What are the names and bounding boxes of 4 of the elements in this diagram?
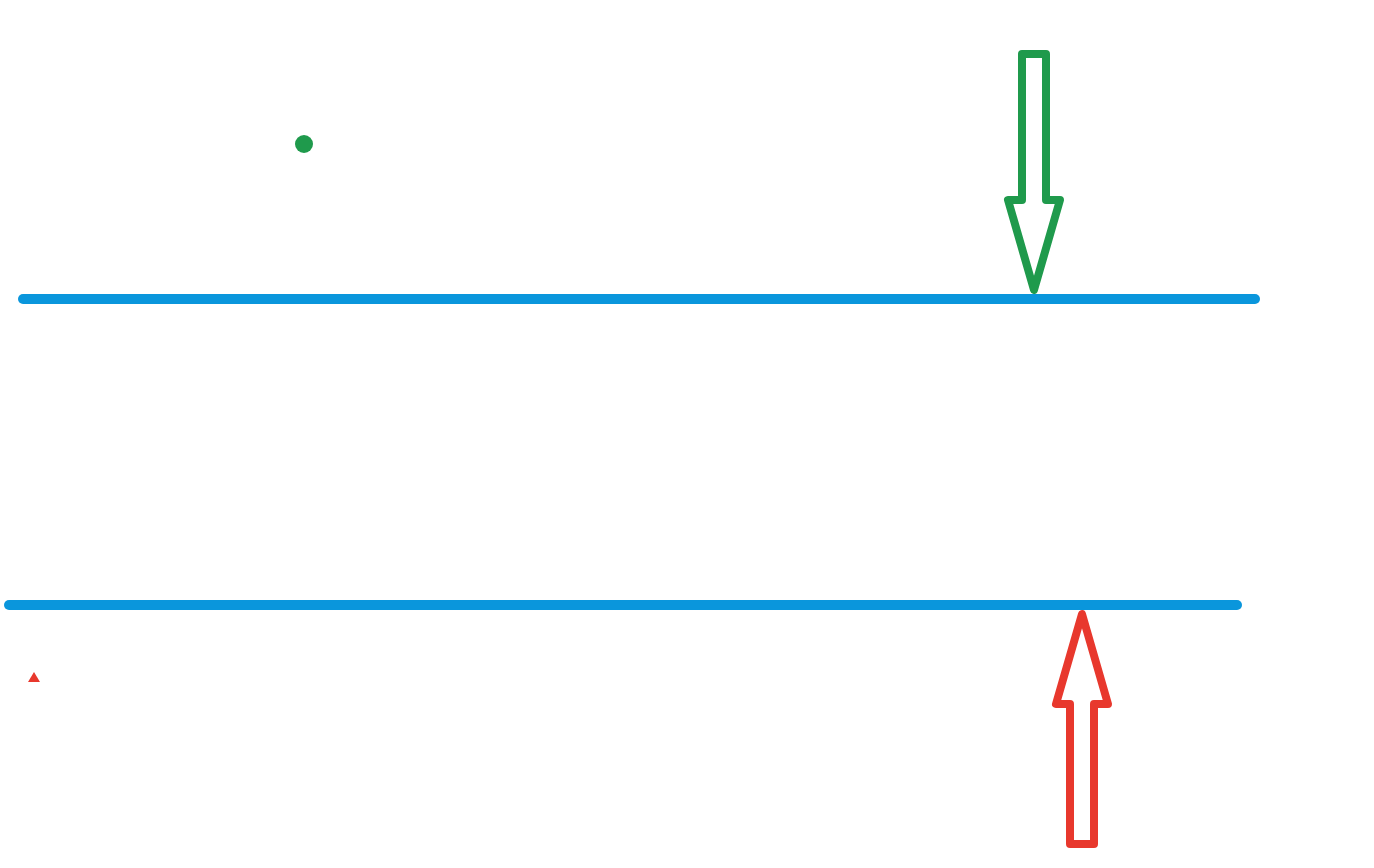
horizontal-line xyxy=(4,600,1242,610)
horizontal-line xyxy=(18,294,1260,304)
hollow-arrow xyxy=(1052,610,1112,848)
hollow-arrow xyxy=(1004,50,1064,294)
